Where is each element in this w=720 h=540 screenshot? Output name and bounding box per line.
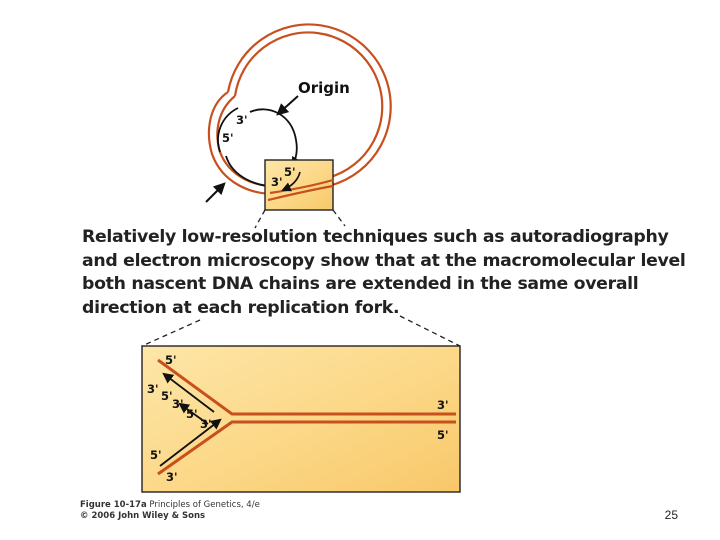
replication-fork-panel	[141, 345, 461, 493]
copyright-notice: © 2006 John Wiley & Sons	[80, 510, 206, 521]
box-nascent-strand	[281, 171, 301, 192]
caption-line: Relatively low-resolution techniques suc…	[82, 227, 669, 247]
origin-arrow	[276, 95, 299, 116]
circular-chromosome	[207, 23, 392, 196]
fork-panel-background	[141, 345, 461, 493]
left-fork-arrow	[205, 182, 226, 203]
fork-mid-3-prime-label: 3'	[172, 397, 184, 411]
left-3-prime-label: 3'	[236, 113, 248, 127]
fork-lower-5-prime-label: 5'	[150, 448, 162, 462]
origin-label: Origin	[298, 79, 350, 97]
zoom-line-right-upper	[332, 209, 346, 227]
fork-upper-3-prime-label: 3'	[147, 382, 159, 396]
parental-strand-upper	[157, 358, 456, 416]
fork-bottom-3-prime-label: 3'	[166, 470, 178, 484]
fork-top-5-prime-label: 5'	[165, 353, 177, 367]
parental-strand-lower	[157, 420, 456, 476]
nascent-strand-left	[217, 107, 239, 153]
bubble-left-strand	[207, 91, 283, 196]
zoom-line-left-lower	[141, 319, 201, 347]
fork-upper-5-prime-label: 5'	[161, 389, 173, 403]
nascent-strand-upper	[249, 108, 302, 168]
fork-zoom-box	[264, 159, 334, 211]
box-dna-strand-2	[269, 178, 334, 195]
outer-strand-2	[233, 31, 384, 182]
fork-right-5-prime-label: 5'	[437, 428, 449, 442]
page-number: 25	[664, 508, 678, 522]
box-5-prime-label: 5'	[284, 165, 296, 179]
box-3-prime-label: 3'	[271, 175, 283, 189]
zoom-line-right-lower	[399, 315, 461, 347]
caption-line: direction at each replication fork.	[82, 297, 400, 318]
caption-line: both nascent DNA chains are extended in …	[82, 274, 639, 294]
figure-caption: Relatively low-resolution techniques suc…	[82, 226, 686, 320]
nascent-strand-top	[162, 372, 215, 413]
zoom-line-left-upper	[254, 209, 266, 229]
figure-credit: Figure 10-17a Principles of Genetics, 4/…	[80, 500, 260, 521]
nascent-fragment-mid	[178, 402, 209, 425]
fork-mid-5-prime-label: 5'	[186, 407, 198, 421]
box-dna-strand-1	[267, 184, 334, 202]
fork-inner-3-prime-label: 3'	[200, 417, 212, 431]
caption-line: and electron microscopy show that at the…	[82, 250, 686, 271]
book-title: Principles of Genetics, 4/e	[149, 500, 260, 510]
nascent-strand-bottom	[159, 418, 222, 467]
figure-number: Figure 10-17a	[80, 500, 147, 510]
fork-right-3-prime-label: 3'	[437, 398, 449, 412]
left-5-prime-label: 5'	[222, 131, 234, 145]
outer-strand-1	[226, 23, 392, 190]
